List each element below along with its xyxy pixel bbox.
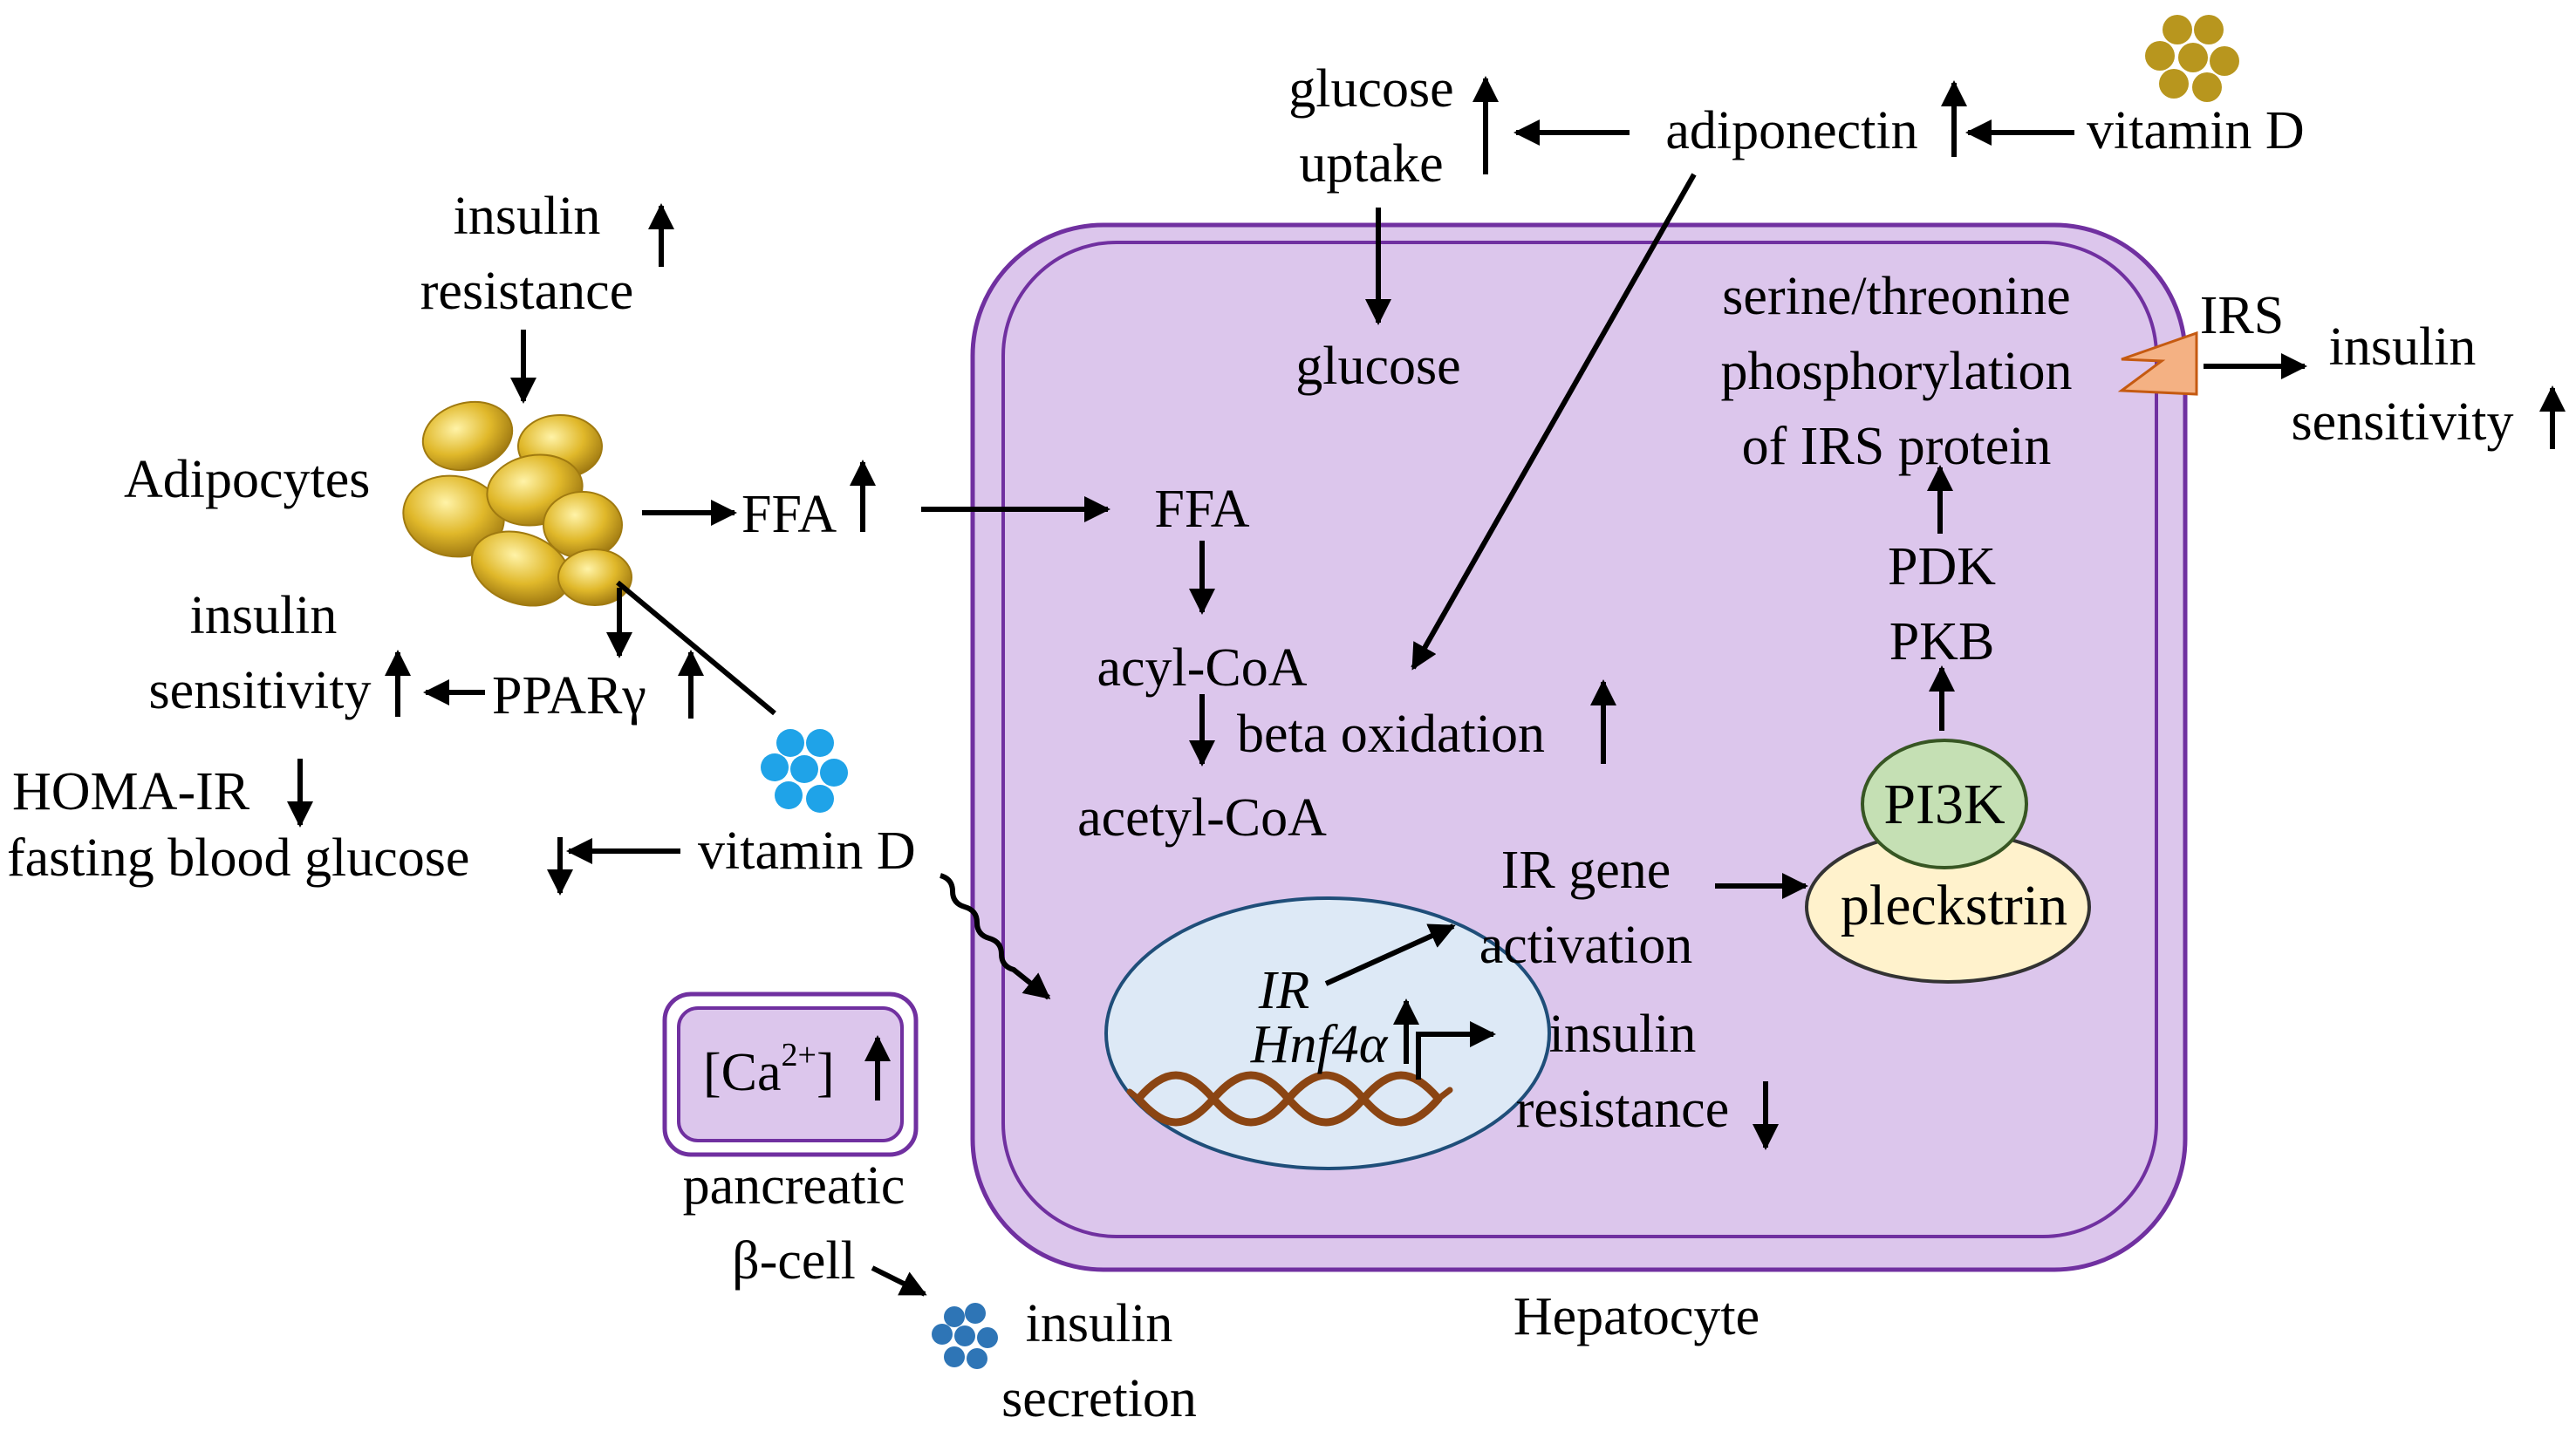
label-vitamin-d-mid: vitamin D bbox=[698, 821, 916, 881]
label-pancreatic: pancreatic bbox=[683, 1156, 905, 1216]
label-acyl-coa: acyl-CoA bbox=[1097, 638, 1307, 698]
pancreatic-beta-cell-outer bbox=[662, 991, 919, 1157]
label-serine-threonine: serine/threonine bbox=[1722, 267, 2070, 326]
label-hnf4a-italic: Hnf4α bbox=[1250, 1015, 1389, 1074]
vitamin-d-molecule-icon-top bbox=[2145, 15, 2239, 102]
irs-receptor-icon bbox=[2117, 330, 2198, 396]
label-ppar-gamma: PPARγ bbox=[492, 666, 646, 726]
label-ffa-in: FFA bbox=[1154, 480, 1249, 539]
adipocytes-icon bbox=[402, 400, 632, 607]
arrow-beta-cell-to-insulin-secretion bbox=[871, 1265, 927, 1297]
label-glucose-uptake-2: uptake bbox=[1299, 134, 1443, 194]
label-pdk: PDK bbox=[1888, 537, 1996, 596]
label-adipocytes: Adipocytes bbox=[124, 450, 370, 509]
label-insulin-resistance-top-2: resistance bbox=[420, 262, 633, 321]
label-vitamin-d-top: vitamin D bbox=[2087, 101, 2305, 160]
arrow-adiponectin-to-beta-oxidation bbox=[1411, 173, 1697, 671]
label-calcium-superscript: 2+ bbox=[782, 1037, 817, 1073]
hepatocyte-inner-membrane bbox=[1001, 241, 2158, 1238]
label-insulin-sensitivity-left-1: insulin bbox=[190, 586, 338, 645]
label-ir-gene: IR gene bbox=[1501, 841, 1671, 900]
label-beta-oxidation: beta oxidation bbox=[1237, 705, 1545, 764]
label-fasting-blood-glucose: fasting blood glucose bbox=[7, 828, 469, 888]
label-glucose: glucose bbox=[1295, 337, 1460, 396]
label-pi3k: PI3K bbox=[1883, 773, 2005, 836]
label-beta-cell: β-cell bbox=[732, 1231, 856, 1291]
label-homa-ir: HOMA-IR bbox=[12, 762, 250, 821]
arrow-ir-to-ir-gene bbox=[1324, 923, 1456, 986]
pancreatic-beta-cell-inner bbox=[677, 1006, 904, 1142]
label-pkb: PKB bbox=[1889, 612, 1995, 671]
label-phosphorylation: phosphorylation bbox=[1721, 342, 2073, 401]
label-insulin-secretion-2: secretion bbox=[1001, 1369, 1197, 1428]
arrow-transcription-start bbox=[1416, 1021, 1496, 1080]
label-ffa-out: FFA bbox=[741, 485, 837, 544]
label-of-irs-protein: of IRS protein bbox=[1742, 417, 2052, 476]
label-glucose-uptake-1: glucose bbox=[1288, 59, 1453, 119]
arrow-vitamin-d-to-nucleus-wavy bbox=[940, 873, 1051, 1000]
insulin-granules-icon bbox=[932, 1303, 998, 1369]
label-insulin-sensitivity-left-2: sensitivity bbox=[149, 661, 372, 720]
label-calcium: [Ca2+] bbox=[703, 1037, 835, 1102]
vitamin-d-molecule-icon-mid bbox=[761, 729, 848, 813]
label-insulin-sensitivity-right-2: sensitivity bbox=[2292, 392, 2514, 452]
label-insulin-sensitivity-right-1: insulin bbox=[2329, 317, 2477, 377]
label-adiponectin: adiponectin bbox=[1665, 101, 1917, 160]
label-insulin-resistance-nuc-1: insulin bbox=[1549, 1005, 1697, 1064]
dna-helix-icon bbox=[1126, 1071, 1453, 1127]
label-insulin-secretion-1: insulin bbox=[1026, 1294, 1173, 1353]
pi3k-enzyme bbox=[1861, 739, 2028, 869]
label-ir-gene-activation: activation bbox=[1479, 916, 1692, 975]
label-ir-italic: IR bbox=[1258, 961, 1310, 1020]
label-acetyl-coa: acetyl-CoA bbox=[1077, 788, 1327, 848]
label-calcium-base: [Ca bbox=[703, 1043, 782, 1102]
label-insulin-resistance-top-1: insulin bbox=[454, 187, 601, 246]
label-pleckstrin: pleckstrin bbox=[1841, 874, 2067, 937]
label-irs: IRS bbox=[2200, 286, 2284, 345]
line-vitamin-d-to-adipocytes bbox=[616, 580, 776, 716]
label-insulin-resistance-nuc-2: resistance bbox=[1516, 1080, 1729, 1139]
label-calcium-close: ] bbox=[817, 1043, 835, 1102]
label-hepatocyte: Hepatocyte bbox=[1513, 1287, 1759, 1346]
